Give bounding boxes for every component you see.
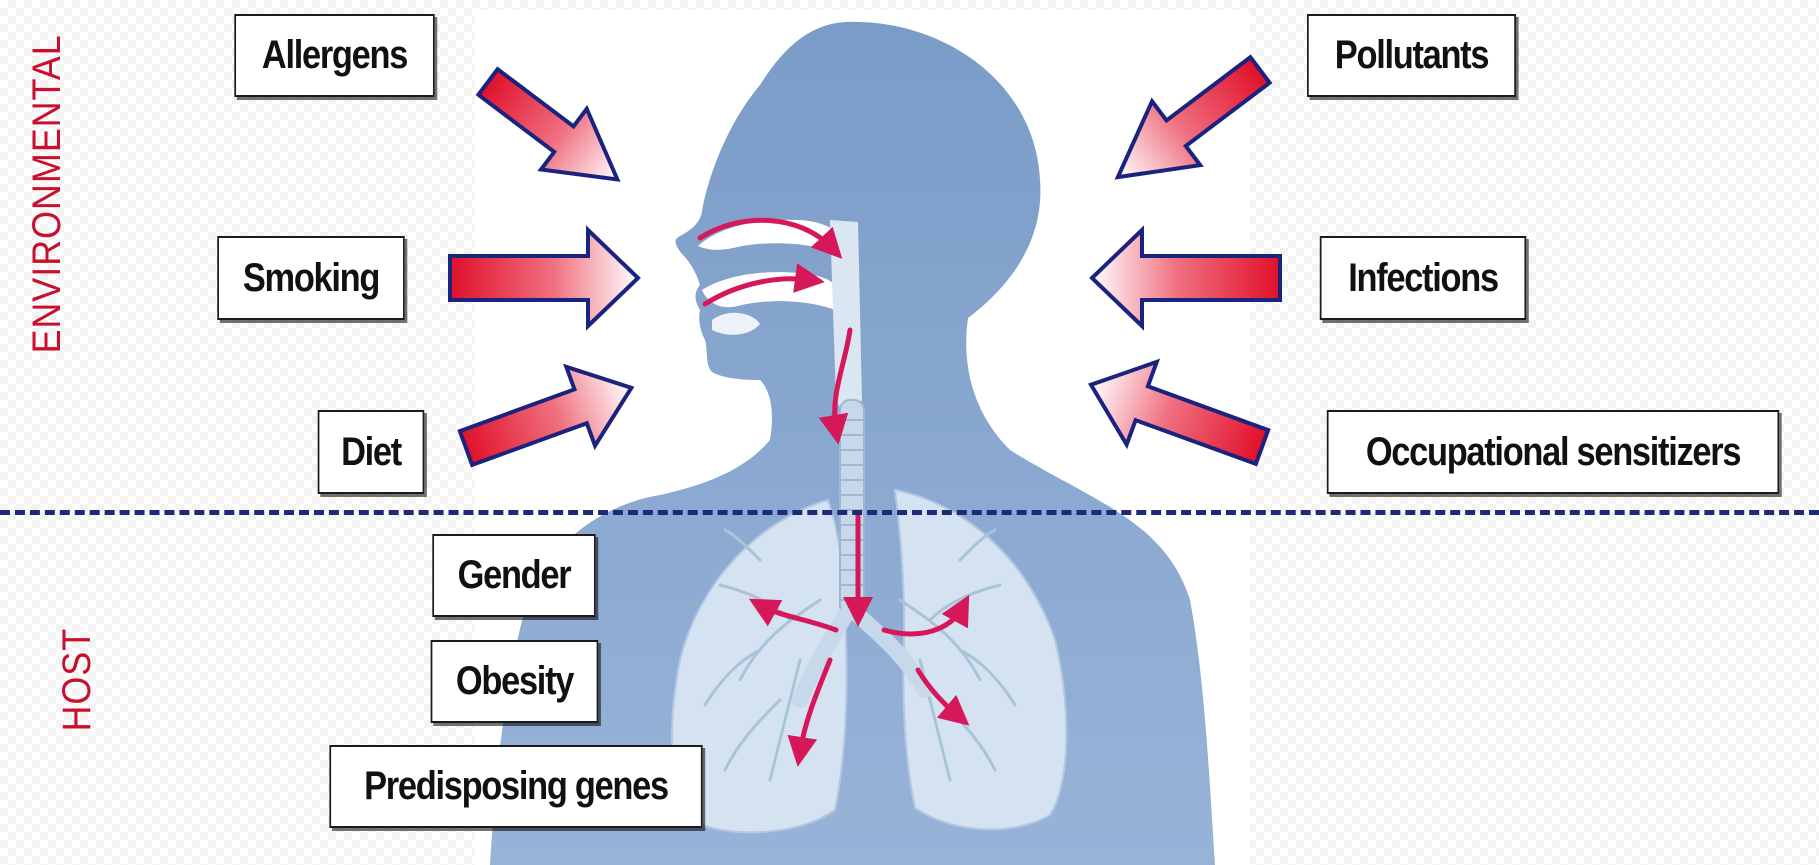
host-category-label: HOST — [57, 633, 97, 732]
occupational-sensitizers-label: Occupational sensitizers — [1327, 410, 1779, 494]
infections-label: Infections — [1320, 236, 1526, 320]
environment-host-divider — [0, 510, 1819, 515]
environmental-category-label: ENVIRONMENTAL — [27, 111, 67, 354]
allergens-label: Allergens — [234, 14, 434, 97]
smoking-label: Smoking — [217, 236, 404, 320]
obesity-label: Obesity — [431, 640, 599, 723]
predisposing-genes-label: Predisposing genes — [329, 745, 702, 828]
gender-label: Gender — [432, 534, 595, 617]
pollutants-label: Pollutants — [1307, 14, 1516, 97]
diet-label: Diet — [318, 410, 425, 494]
